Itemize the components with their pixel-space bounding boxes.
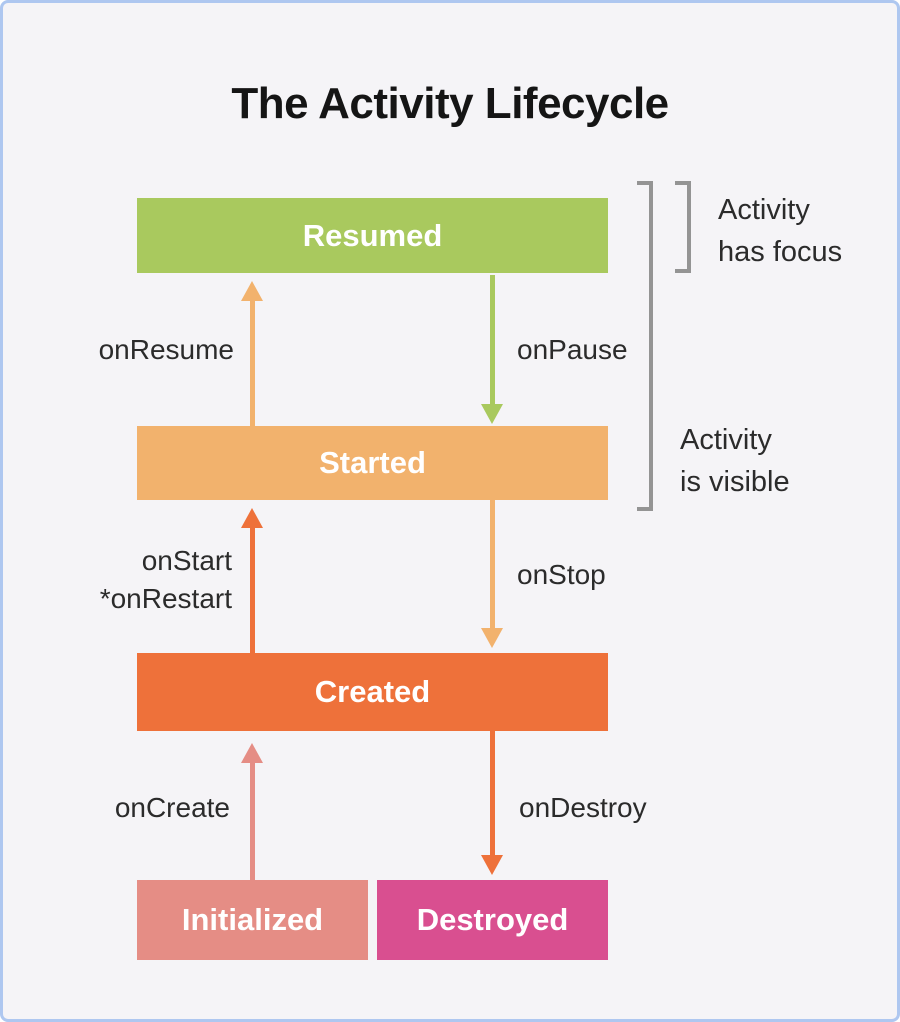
- arrowhead-down: [481, 404, 503, 424]
- arrow-shaft: [489, 731, 495, 855]
- arrow-shaft: [489, 500, 495, 628]
- state-label-destroyed: Destroyed: [416, 902, 569, 937]
- transition-label-onstart-onrestart: onStart *onRestart: [100, 542, 232, 618]
- transition-label-onstop: onStop: [517, 559, 606, 590]
- onresume-up-arrow-icon: [241, 281, 263, 426]
- transition-label-onresume: onResume: [98, 334, 234, 365]
- state-box-created: Created: [137, 653, 608, 731]
- arrow-shaft: [249, 763, 255, 880]
- transition-label-onrestart-line: *onRestart: [99, 583, 232, 614]
- annotation-line: Activity: [680, 424, 772, 456]
- onstart-up-arrow-icon: [241, 508, 263, 653]
- annotation-activity-is-visible: Activity is visible: [680, 419, 790, 503]
- transition-label-oncreate: onCreate: [114, 792, 230, 823]
- transition-label-onpause: onPause: [517, 334, 628, 365]
- arrow-shaft: [489, 275, 495, 404]
- transition-label-onstart-line: onStart: [141, 545, 232, 576]
- state-label-initialized: Initialized: [181, 902, 324, 937]
- state-label-resumed: Resumed: [302, 217, 443, 253]
- state-label-started: Started: [319, 445, 426, 480]
- arrowhead-up: [241, 281, 263, 301]
- bracket-activity-is-visible: [637, 181, 653, 511]
- state-label-created: Created: [314, 674, 431, 709]
- arrow-shaft: [249, 301, 255, 426]
- ondestroy-down-arrow-icon: [481, 731, 503, 875]
- arrowhead-down: [481, 628, 503, 648]
- state-box-initialized: Initialized: [137, 880, 368, 960]
- arrowhead-up: [241, 508, 263, 528]
- arrowhead-up: [241, 743, 263, 763]
- state-box-resumed: Resumed: [137, 198, 608, 273]
- annotation-line: is visible: [680, 466, 790, 498]
- arrowhead-down: [481, 855, 503, 875]
- oncreate-up-arrow-icon: [241, 743, 263, 880]
- bracket-activity-has-focus: [675, 181, 691, 273]
- state-box-destroyed: Destroyed: [377, 880, 608, 960]
- onstop-down-arrow-icon: [481, 500, 503, 648]
- state-box-started: Started: [137, 426, 608, 500]
- onpause-down-arrow-icon: [481, 275, 503, 424]
- diagram-title: The Activity Lifecycle: [231, 79, 669, 128]
- annotation-activity-has-focus: Activity has focus: [718, 189, 842, 273]
- annotation-line: Activity: [718, 194, 810, 226]
- transition-label-ondestroy: onDestroy: [519, 792, 647, 823]
- arrow-shaft: [249, 528, 255, 653]
- annotation-line: has focus: [718, 236, 843, 268]
